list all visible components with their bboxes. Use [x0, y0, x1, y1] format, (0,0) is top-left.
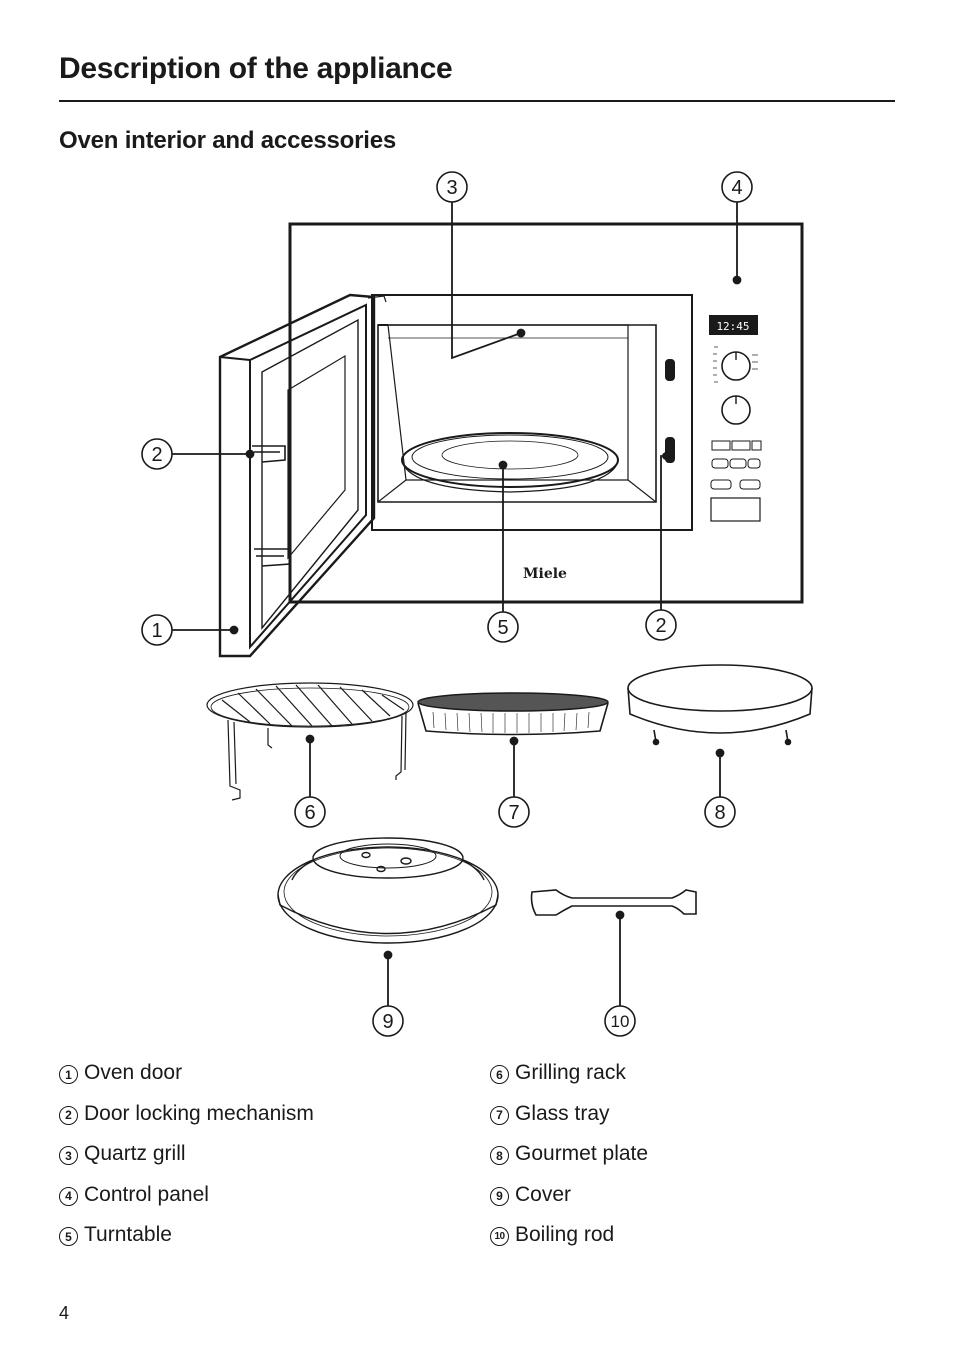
legend-item: 7 Glass tray	[490, 1102, 648, 1143]
legend-item: 4 Control panel	[59, 1183, 314, 1224]
page-number: 4	[59, 1303, 70, 1323]
callout-2-left	[141, 438, 173, 470]
callout-label-6: 6	[304, 802, 315, 824]
callout-label-8: 8	[714, 802, 725, 824]
legend-item: 2 Door locking mechanism	[59, 1102, 314, 1143]
legend-item: 3 Quartz grill	[59, 1142, 314, 1183]
legend-label: Grilling rack	[515, 1061, 626, 1084]
oven-housing	[288, 222, 804, 604]
legend-number: 9	[490, 1186, 509, 1206]
legend-item: 5 Turntable	[59, 1223, 314, 1264]
legend-label: Cover	[515, 1182, 572, 1206]
callout-label-2-right: 2	[655, 615, 666, 637]
legend-label: Door locking mechanism	[84, 1101, 314, 1125]
legend-number: 1	[59, 1065, 78, 1084]
callout-label-9: 9	[382, 1011, 393, 1033]
legend-item: 6 Grilling rack	[490, 1061, 648, 1102]
legend-item: 1 Oven door	[59, 1061, 314, 1102]
legend-label: Oven door	[84, 1061, 183, 1084]
legend-item: 8 Gourmet plate	[490, 1142, 648, 1183]
page-title: Description of the appliance	[59, 52, 453, 85]
cover	[277, 837, 499, 944]
oven-cavity	[377, 324, 657, 503]
oven-front-frame	[371, 294, 693, 531]
legend-label: Turntable	[84, 1223, 172, 1246]
legend-label: Control panel	[84, 1182, 209, 1206]
legend-number: 3	[59, 1146, 78, 1165]
section-title: Oven interior and accessories	[59, 127, 397, 154]
lock-slot-upper	[665, 359, 675, 381]
brand-logo: Miele	[523, 566, 567, 582]
legend-label: Boiling rod	[515, 1223, 615, 1246]
legend-number: 5	[59, 1227, 78, 1246]
grilling-rack	[206, 682, 414, 801]
turntable-plate	[401, 432, 619, 493]
legend-number: 4	[59, 1186, 78, 1206]
callout-6	[294, 796, 326, 828]
callout-5	[487, 611, 519, 643]
legend-right: 6 Grilling rack 7 Glass tray 8 Gourmet p…	[490, 1061, 648, 1264]
callout-1	[141, 614, 173, 646]
callout-label-4: 4	[731, 177, 742, 199]
callout-7	[498, 796, 530, 828]
callout-label-2-left: 2	[151, 444, 162, 466]
legend-item: 10 Boiling rod	[490, 1223, 648, 1264]
callout-4	[721, 171, 753, 203]
boiling-rod	[530, 889, 697, 916]
callout-10	[604, 1005, 636, 1037]
lock-slot-lower	[665, 437, 675, 463]
legend-number: 6	[490, 1065, 509, 1084]
callout-label-7: 7	[508, 802, 519, 824]
callout-3	[436, 171, 468, 203]
legend-item: 9 Cover	[490, 1183, 648, 1224]
legend-label: Gourmet plate	[515, 1142, 649, 1165]
door-hooks	[252, 445, 291, 567]
legend-number: 7	[490, 1105, 509, 1125]
callout-2-right	[645, 609, 677, 641]
legend-left: 1 Oven door 2 Door locking mechanism 3 Q…	[59, 1061, 314, 1264]
callout-label-5: 5	[497, 617, 508, 639]
callout-8	[704, 796, 736, 828]
legend-label: Quartz grill	[84, 1142, 186, 1165]
title-divider	[59, 100, 895, 102]
callout-label-10: 10	[611, 1012, 630, 1031]
legend-number: 10	[490, 1227, 509, 1246]
callout-label-3: 3	[446, 177, 457, 199]
glass-tray	[417, 692, 609, 736]
legend-label: Glass tray	[515, 1101, 610, 1125]
display-time: 12:45	[716, 320, 749, 333]
oven-door	[218, 293, 387, 658]
legend-number: 8	[490, 1146, 509, 1165]
control-panel	[709, 315, 762, 522]
callout-label-1: 1	[151, 620, 162, 642]
legend-number: 2	[59, 1105, 78, 1125]
callout-9	[372, 1005, 404, 1037]
gourmet-plate	[627, 664, 813, 746]
